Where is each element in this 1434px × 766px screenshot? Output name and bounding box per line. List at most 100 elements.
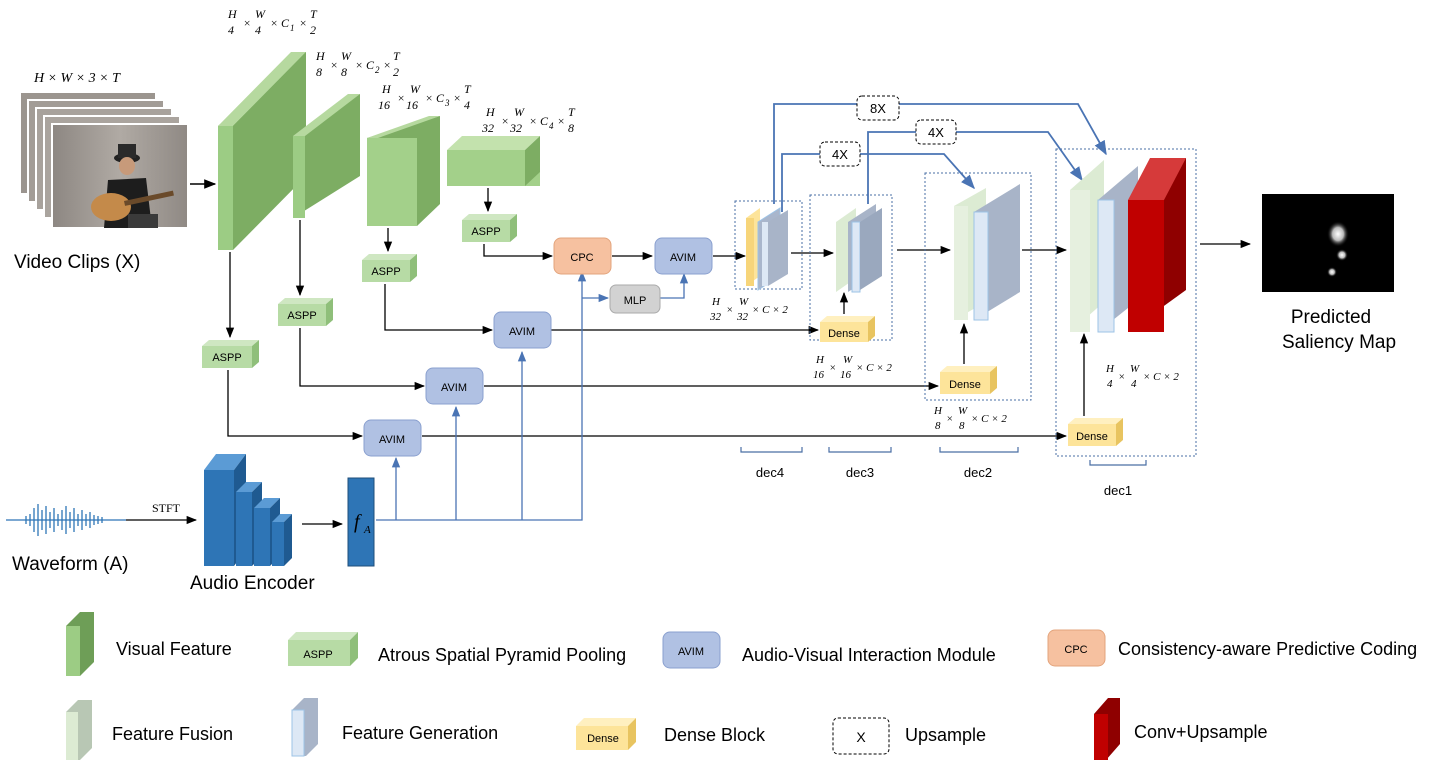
visual-dims-4: H 32 × W 32 × C 4 × T 8 <box>481 105 576 135</box>
saliency-map-image <box>1262 194 1394 292</box>
decoder-brackets <box>740 447 1147 466</box>
svg-text:8: 8 <box>568 121 574 135</box>
audio-feature-fa: f A <box>347 477 375 567</box>
svg-text:A: A <box>363 524 371 536</box>
audio-encoder-label: Audio Encoder <box>190 573 315 594</box>
svg-text:CPC: CPC <box>570 252 593 264</box>
svg-text:×: × <box>270 16 278 30</box>
dec1-label: dec1 <box>1104 483 1132 498</box>
svg-text:32: 32 <box>509 121 522 135</box>
svg-text:T: T <box>568 105 576 119</box>
decoder-dims-2: H 16 × W 16 × C × 2 <box>813 354 892 381</box>
svg-text:4: 4 <box>549 121 554 131</box>
svg-text:×: × <box>425 91 433 105</box>
legend: Visual Feature ASPP Atrous Spatial Pyram… <box>66 612 1417 760</box>
legend-avim-icon: AVIM <box>662 631 721 669</box>
legend-upsample: Upsample <box>905 725 986 745</box>
svg-text:AVIM: AVIM <box>509 326 535 338</box>
svg-text:4X: 4X <box>832 147 848 162</box>
svg-text:× C × 2: × C × 2 <box>856 362 892 374</box>
decoder-dims-4: H 4 × W 4 × C × 2 <box>1105 363 1179 390</box>
svg-text:× C × 2: × C × 2 <box>752 304 788 316</box>
svg-text:×: × <box>726 304 733 316</box>
audio-encoder <box>204 454 292 566</box>
visual-dims-3: H 16 × W 16 × C 3 × T 4 <box>378 82 472 112</box>
legend-aspp-icon: ASPP <box>288 632 358 666</box>
decoder-dims-3: H 8 × W 8 × C × 2 <box>933 405 1007 432</box>
svg-text:f: f <box>354 511 362 533</box>
svg-text:8: 8 <box>935 420 941 432</box>
video-frame <box>51 123 189 229</box>
legend-feature-fusion-icon <box>66 700 92 760</box>
svg-text:C: C <box>281 16 290 30</box>
dec4-label: dec4 <box>756 465 784 480</box>
avim-block-main: AVIM <box>654 237 713 275</box>
svg-text:W: W <box>514 105 525 119</box>
svg-text:32: 32 <box>481 121 494 135</box>
svg-text:×: × <box>829 362 836 374</box>
svg-text:W: W <box>958 405 968 417</box>
legend-feature-generation: Feature Generation <box>342 723 498 743</box>
svg-text:Dense: Dense <box>1076 431 1108 443</box>
svg-text:8: 8 <box>316 65 322 79</box>
legend-conv-upsample-icon <box>1094 698 1120 760</box>
dec3-layers <box>836 204 882 293</box>
svg-text:W: W <box>1130 363 1140 375</box>
svg-text:H: H <box>381 82 392 96</box>
svg-text:×: × <box>355 58 363 72</box>
legend-dense-icon: Dense <box>576 718 636 750</box>
legend-cpc-icon: CPC <box>1047 629 1106 667</box>
upsample-4x-a: 4X <box>819 141 861 167</box>
svg-text:W: W <box>341 49 352 63</box>
svg-text:4: 4 <box>228 23 234 37</box>
aspp-block-2: ASPP <box>278 298 333 326</box>
svg-text:AVIM: AVIM <box>670 252 696 264</box>
svg-text:×: × <box>453 91 461 105</box>
svg-text:Dense: Dense <box>949 379 981 391</box>
svg-text:×: × <box>501 114 509 128</box>
svg-text:C: C <box>540 114 549 128</box>
svg-text:32: 32 <box>709 311 722 323</box>
saliency-map-label: Saliency Map <box>1282 332 1396 353</box>
svg-text:W: W <box>255 7 266 21</box>
svg-text:4: 4 <box>1107 378 1113 390</box>
dense-block-dec3: Dense <box>820 316 875 342</box>
waveform-label: Waveform (A) <box>12 554 128 575</box>
upsample-4x-b: 4X <box>915 119 957 145</box>
visual-feature-1 <box>218 52 306 250</box>
svg-text:×: × <box>383 58 391 72</box>
svg-text:4: 4 <box>1131 378 1137 390</box>
svg-text:W: W <box>739 296 749 308</box>
svg-text:H: H <box>485 105 496 119</box>
svg-text:W: W <box>843 354 853 366</box>
svg-text:3: 3 <box>444 98 450 108</box>
svg-text:C: C <box>366 58 375 72</box>
legend-avim: Audio-Visual Interaction Module <box>742 645 996 665</box>
aspp-block-3: ASPP <box>362 254 417 282</box>
svg-text:ASPP: ASPP <box>303 649 332 661</box>
svg-text:×: × <box>330 58 338 72</box>
legend-cpc: Consistency-aware Predictive Coding <box>1118 639 1417 659</box>
dec4-layers <box>746 207 788 291</box>
svg-text:H: H <box>815 354 825 366</box>
legend-feature-fusion: Feature Fusion <box>112 724 233 744</box>
svg-text:W: W <box>410 82 421 96</box>
visual-feature-2 <box>293 94 360 218</box>
visual-feature-3 <box>367 116 440 226</box>
svg-text:32: 32 <box>736 311 749 323</box>
legend-visual-feature-icon <box>66 612 94 676</box>
avim-block-1: AVIM <box>363 419 422 457</box>
svg-text:× C × 2: × C × 2 <box>971 413 1007 425</box>
svg-text:H: H <box>315 49 326 63</box>
svg-text:CPC: CPC <box>1064 644 1087 656</box>
decoder-dims-1: H 32 × W 32 × C × 2 <box>709 296 788 323</box>
svg-text:AVIM: AVIM <box>441 382 467 394</box>
svg-text:×: × <box>299 16 307 30</box>
visual-dims-2: H 8 × W 8 × C 2 × T 2 <box>315 49 401 79</box>
dec2-label: dec2 <box>964 465 992 480</box>
svg-text:H: H <box>711 296 721 308</box>
svg-text:H: H <box>1105 363 1115 375</box>
svg-text:16: 16 <box>813 369 825 381</box>
visual-feature-4 <box>447 136 540 186</box>
